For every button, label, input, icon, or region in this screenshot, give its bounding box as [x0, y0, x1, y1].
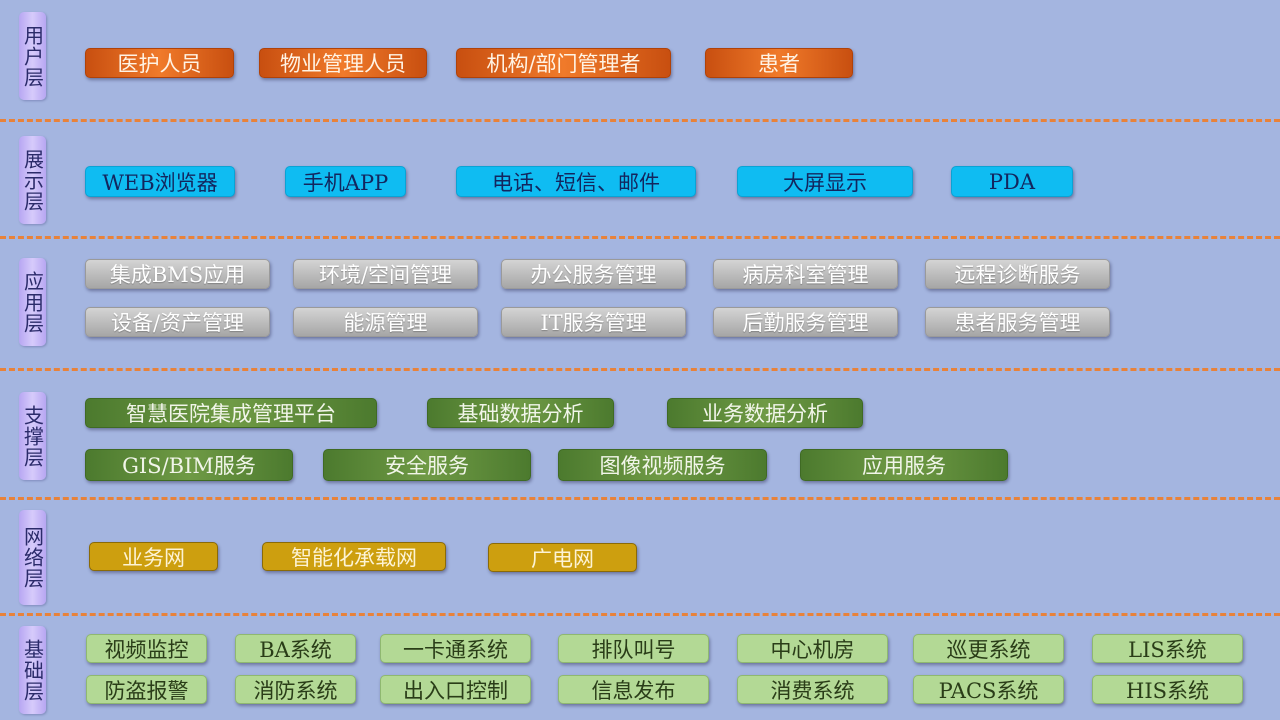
network-box: 广电网	[488, 543, 637, 572]
support-box: 业务数据分析	[667, 398, 863, 428]
support-box: 图像视频服务	[558, 449, 767, 481]
network-box: 智能化承载网	[262, 542, 446, 571]
application-box: IT服务管理	[501, 307, 686, 337]
base-box: 巡更系统	[913, 634, 1064, 663]
base-box: BA系统	[235, 634, 356, 663]
base-box: 一卡通系统	[380, 634, 531, 663]
display-box: PDA	[951, 166, 1073, 197]
base-box: 防盗报警	[86, 675, 207, 704]
base-box: HIS系统	[1092, 675, 1243, 704]
support-box: 智慧医院集成管理平台	[85, 398, 377, 428]
support-box: 安全服务	[323, 449, 531, 481]
layer-tab-base: 基础层	[19, 626, 46, 714]
user-box: 医护人员	[85, 48, 234, 78]
layer-separator	[0, 236, 1280, 239]
display-box: WEB浏览器	[85, 166, 235, 197]
base-box: 消费系统	[737, 675, 888, 704]
application-box: 患者服务管理	[925, 307, 1110, 337]
base-box: 视频监控	[86, 634, 207, 663]
layer-tab-user: 用户层	[19, 12, 46, 100]
layer-separator	[0, 497, 1280, 500]
application-box: 办公服务管理	[501, 259, 686, 289]
display-box: 大屏显示	[737, 166, 913, 197]
support-box: GIS/BIM服务	[85, 449, 293, 481]
user-box: 物业管理人员	[259, 48, 427, 78]
application-box: 病房科室管理	[713, 259, 898, 289]
user-box: 机构/部门管理者	[456, 48, 671, 78]
display-box: 手机APP	[285, 166, 406, 197]
layer-tab-network: 网络层	[19, 510, 46, 605]
support-box: 应用服务	[800, 449, 1008, 481]
layer-separator	[0, 119, 1280, 122]
layer-separator	[0, 368, 1280, 371]
base-box: LIS系统	[1092, 634, 1243, 663]
base-box: 出入口控制	[380, 675, 531, 704]
layer-tab-support: 支撑层	[19, 392, 46, 480]
network-box: 业务网	[89, 542, 218, 571]
application-box: 集成BMS应用	[85, 259, 270, 289]
layer-tab-application: 应用层	[19, 258, 46, 346]
base-box: 信息发布	[558, 675, 709, 704]
application-box: 后勤服务管理	[713, 307, 898, 337]
application-box: 环境/空间管理	[293, 259, 478, 289]
application-box: 远程诊断服务	[925, 259, 1110, 289]
application-box: 能源管理	[293, 307, 478, 337]
support-box: 基础数据分析	[427, 398, 614, 428]
layer-separator	[0, 613, 1280, 616]
base-box: 中心机房	[737, 634, 888, 663]
display-box: 电话、短信、邮件	[456, 166, 696, 197]
user-box: 患者	[705, 48, 853, 78]
base-box: PACS系统	[913, 675, 1064, 704]
application-box: 设备/资产管理	[85, 307, 270, 337]
base-box: 排队叫号	[558, 634, 709, 663]
layer-tab-display: 展示层	[19, 136, 46, 224]
base-box: 消防系统	[235, 675, 356, 704]
